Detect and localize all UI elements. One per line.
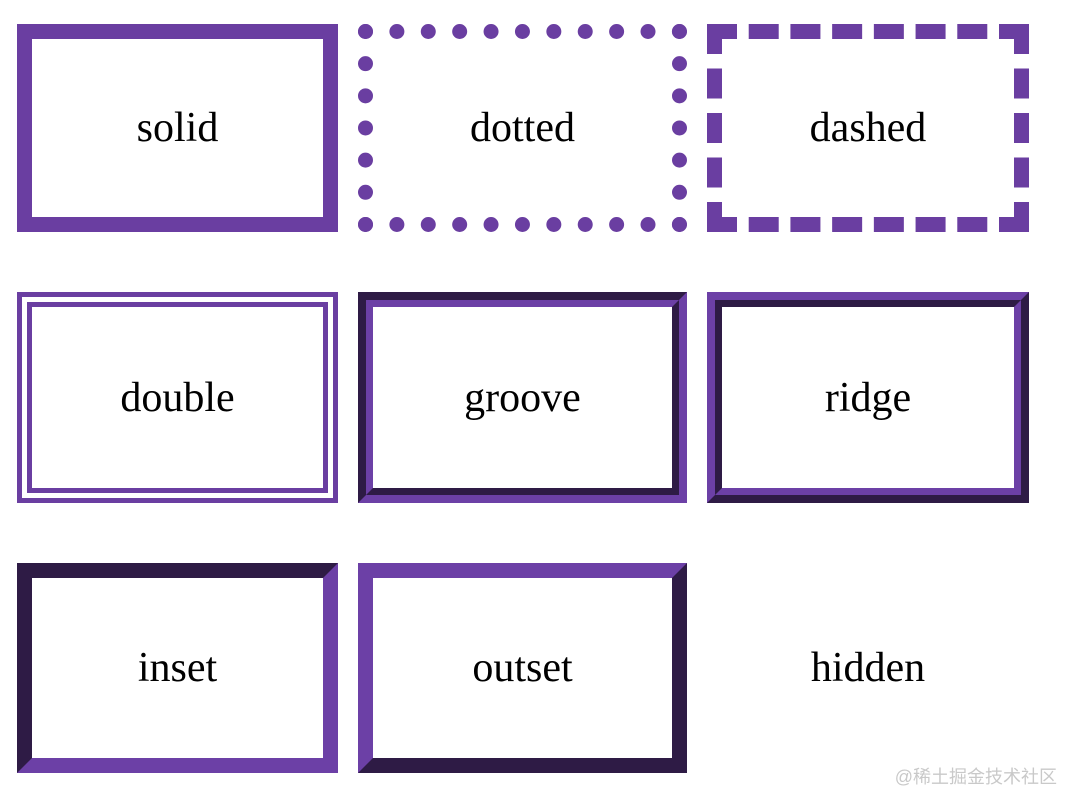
ridge-inner-bevel: ridge <box>715 300 1021 495</box>
style-box-ridge: ridge <box>707 292 1029 503</box>
style-label-inset: inset <box>137 645 218 691</box>
style-label-dashed: dashed <box>809 105 927 151</box>
style-box-dotted: dotted <box>358 24 687 232</box>
style-label-ridge: ridge <box>824 374 912 421</box>
cell-dotted: dotted <box>358 24 687 232</box>
cell-ridge: ridge <box>707 292 1029 503</box>
groove-inner-bevel: groove <box>366 300 679 495</box>
style-box-dashed: dashed <box>707 24 1029 232</box>
cell-outset: outset <box>358 563 687 773</box>
style-label-solid: solid <box>136 105 219 151</box>
cell-inset: inset <box>17 563 338 773</box>
cell-double: double <box>17 292 338 503</box>
style-label-outset: outset <box>472 645 573 691</box>
style-box-groove: groove <box>358 292 687 503</box>
style-label-groove: groove <box>464 374 581 421</box>
style-box-hidden: hidden <box>707 563 1029 773</box>
style-label-double: double <box>120 374 235 421</box>
style-box-outset: outset <box>358 563 687 773</box>
style-box-solid: solid <box>17 24 338 232</box>
style-box-double: double <box>17 292 338 503</box>
border-style-demo-grid: solid dotted dashed double groove ridge <box>17 24 1029 773</box>
style-label-hidden: hidden <box>810 645 926 691</box>
cell-dashed: dashed <box>707 24 1029 232</box>
cell-hidden: hidden <box>707 563 1029 773</box>
style-label-dotted: dotted <box>470 105 575 151</box>
watermark: @稀土掘金技术社区 <box>894 767 1057 787</box>
cell-groove: groove <box>358 292 687 503</box>
style-box-inset: inset <box>17 563 338 773</box>
cell-solid: solid <box>17 24 338 232</box>
